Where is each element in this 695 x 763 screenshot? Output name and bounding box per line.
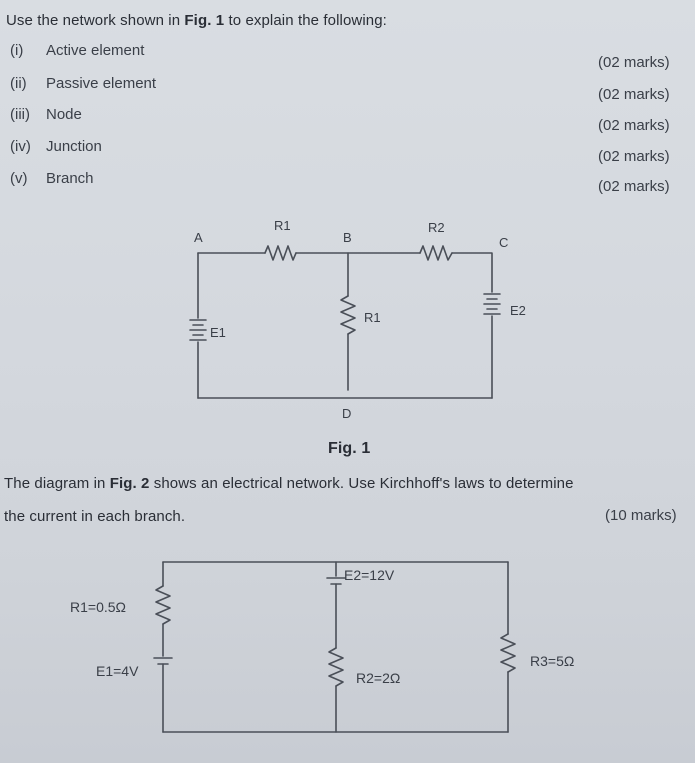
fig2-label-r3: R3=5Ω xyxy=(530,653,574,669)
item-number: (iii) xyxy=(10,106,30,123)
item-number: (iv) xyxy=(10,138,31,155)
intro-pre: Use the network shown in xyxy=(6,12,185,29)
item-text: Active element xyxy=(46,42,145,59)
question2-line1: The diagram in Fig. 2 shows an electrica… xyxy=(4,475,574,492)
q2-pre: The diagram in xyxy=(4,475,110,492)
question1-intro: Use the network shown in Fig. 1 to expla… xyxy=(6,12,387,29)
fig1-circuit xyxy=(189,245,501,399)
item-text: Junction xyxy=(46,138,102,155)
fig2-labels: R1=0.5Ω E1=4V E2=12V R2=2Ω R3=5Ω xyxy=(70,567,574,686)
fig1-caption: Fig. 1 xyxy=(328,440,371,457)
q2-post: shows an electrical network. Use Kirchho… xyxy=(149,475,574,492)
item-2: (ii) Passive element xyxy=(10,75,156,92)
item-1-marks: (02 marks) xyxy=(598,54,670,71)
intro-fig-ref: Fig. 1 xyxy=(184,12,225,29)
fig1-node-d: D xyxy=(342,406,351,421)
fig2-label-e2: E2=12V xyxy=(344,567,395,583)
fig1-label-r2-top: R2 xyxy=(428,220,445,235)
item-5-marks: (02 marks) xyxy=(598,178,670,195)
question2-line2: the current in each branch. xyxy=(4,508,186,525)
fig1-label-e2: E2 xyxy=(510,303,526,318)
item-4: (iv) Junction xyxy=(10,138,102,155)
item-4-marks: (02 marks) xyxy=(598,148,670,165)
item-number: (i) xyxy=(10,42,24,59)
fig1-labels: A R1 B R2 C R1 E2 E1 D xyxy=(194,218,526,421)
fig1-node-b: B xyxy=(343,230,352,245)
fig2-circuit xyxy=(153,561,516,733)
intro-post: to explain the following: xyxy=(224,12,387,29)
fig1-label-r1-top: R1 xyxy=(274,218,291,233)
fig1-node-c: C xyxy=(499,235,508,250)
q2-fig-ref: Fig. 2 xyxy=(109,475,150,492)
item-5: (v) Branch xyxy=(10,170,94,187)
item-text: Branch xyxy=(46,170,94,187)
item-text: Node xyxy=(46,106,82,123)
item-2-marks: (02 marks) xyxy=(598,86,670,103)
fig1-node-a: A xyxy=(194,230,203,245)
item-number: (v) xyxy=(10,170,28,187)
item-3-marks: (02 marks) xyxy=(598,117,670,134)
item-1: (i) Active element xyxy=(10,42,144,59)
question2-marks: (10 marks) xyxy=(605,507,677,524)
fig2-label-e1: E1=4V xyxy=(96,663,139,679)
item-number: (ii) xyxy=(10,75,27,92)
fig1-label-r1-mid: R1 xyxy=(364,310,381,325)
fig1-label-e1: E1 xyxy=(210,325,226,340)
item-text: Passive element xyxy=(46,75,157,92)
fig2-label-r1: R1=0.5Ω xyxy=(70,599,126,615)
fig2-label-r2: R2=2Ω xyxy=(356,670,400,686)
item-3: (iii) Node xyxy=(10,106,82,123)
